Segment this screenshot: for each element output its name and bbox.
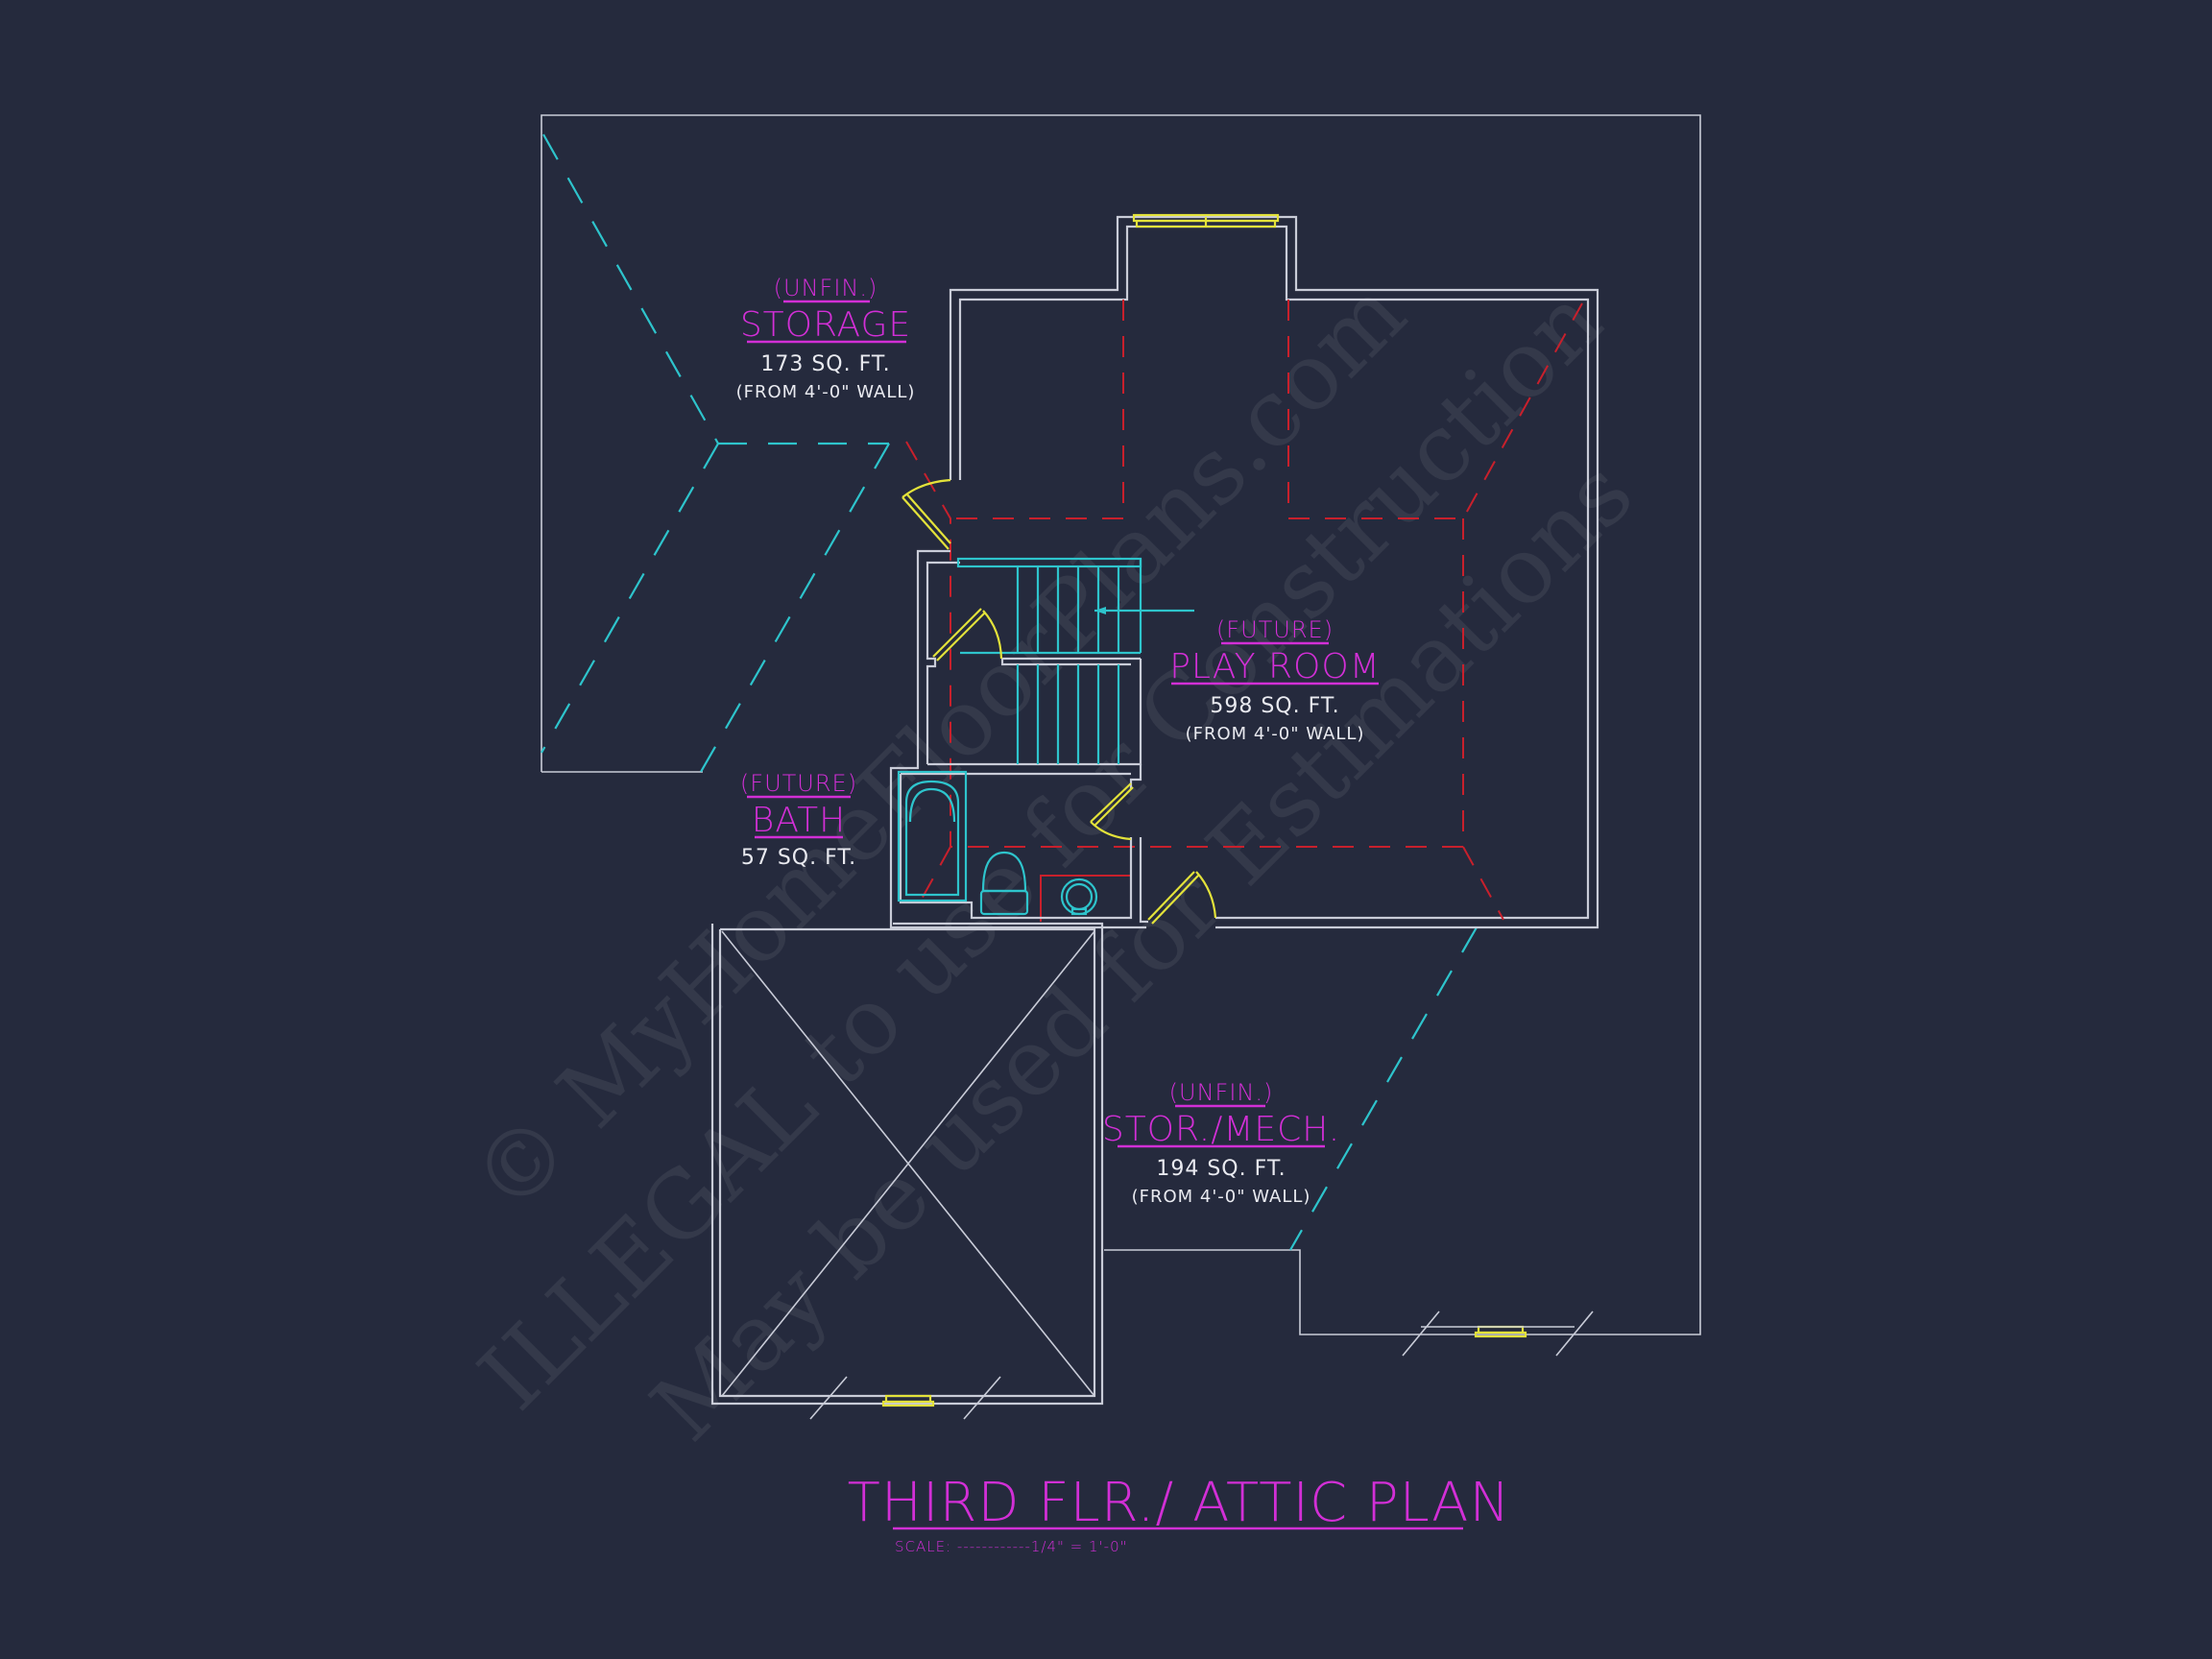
roof-hip-lines-storage: [541, 133, 890, 773]
drawing-title-block: THIRD FLR./ ATTIC PLAN SCALE: ----------…: [848, 1472, 1511, 1555]
room-name: STORAGE: [740, 305, 911, 345]
room-note: (FROM 4'-0" WALL): [1186, 724, 1365, 744]
outer-boundary: [541, 114, 1701, 1335]
room-area: 173 SQ. FT.: [760, 352, 890, 376]
door-swing-arc-icon: [1195, 871, 1217, 919]
open-to-below: [710, 922, 1104, 1406]
break-mark-icon: [1402, 1310, 1440, 1357]
room-label-bath: (FUTURE) BATH 57 SQ. FT.: [740, 770, 857, 870]
room-area: 598 SQ. FT.: [1210, 694, 1339, 718]
dormer-window-top: [1132, 213, 1280, 228]
toilet-tank-icon: [979, 889, 1029, 916]
vanity-counter-outline: [1040, 875, 1131, 922]
open-area-outer-wall: [710, 922, 1104, 1406]
door-leaf: [902, 496, 950, 550]
bathtub-outline: [897, 770, 968, 902]
play-room-inner-wall: [958, 225, 1590, 920]
room-status: (FUTURE): [1216, 616, 1334, 643]
door-leaf: [905, 493, 951, 544]
bath-inner-wall: [899, 774, 1133, 920]
roof-hip-line: [700, 443, 890, 773]
play-room-outer-wall: [949, 215, 1599, 929]
roof-hip-line: [541, 443, 719, 754]
core-outer-wall: [889, 549, 1146, 929]
room-note: (FROM 4'-0" WALL): [1132, 1187, 1311, 1207]
four-foot-wall-lines: [905, 300, 1583, 922]
door-leaf: [1090, 782, 1132, 823]
door-leaf: [1147, 871, 1195, 921]
bath-right-wall: [1139, 837, 1148, 924]
sink-basin: [1065, 882, 1094, 911]
bath-fixtures: [897, 770, 1098, 916]
break-mark-icon: [963, 1376, 1001, 1420]
room-label-stor-mech: (UNFIN.) STOR./MECH. 194 SQ. FT. (FROM 4…: [1102, 1079, 1340, 1207]
break-mark-icon: [1555, 1310, 1594, 1357]
room-status: (UNFIN.): [774, 275, 878, 301]
outer-boundary-line: [541, 114, 1701, 1335]
red-dash-line: [1462, 846, 1504, 921]
room-status: (UNFIN.): [1169, 1079, 1274, 1106]
toilet-bowl-icon: [981, 851, 1027, 893]
window-sill: [1474, 1331, 1527, 1338]
play-room-walls: [949, 215, 1599, 929]
window-bottom-left: [809, 1376, 1001, 1420]
window-bottom-right: [1402, 1310, 1594, 1357]
room-label-storage: (UNFIN.) STORAGE 173 SQ. FT. (FROM 4'-0"…: [736, 275, 916, 402]
open-x-line: [721, 930, 1095, 1397]
red-dash-line: [1287, 300, 1583, 519]
door-swing-arc-icon: [1090, 821, 1132, 841]
core-inner-wall: [926, 561, 960, 764]
roof-hip-line-stor-mech: [1289, 926, 1478, 1251]
doors: [902, 478, 1217, 925]
door-leaf: [932, 608, 982, 658]
red-dash-line: [950, 300, 1124, 519]
drawing-title: THIRD FLR./ ATTIC PLAN: [848, 1472, 1511, 1534]
bathtub-basin-icon: [904, 780, 960, 897]
room-name: PLAY ROOM: [1169, 647, 1381, 686]
red-dash-line: [905, 441, 951, 847]
room-name: STOR./MECH.: [1102, 1110, 1340, 1149]
room-status: (FUTURE): [740, 770, 857, 797]
break-mark-icon: [809, 1376, 848, 1420]
door-leaf: [1151, 875, 1199, 925]
stair-landing-wall-inner: [1000, 659, 1131, 666]
faucet-icon: [1070, 907, 1088, 916]
room-area: 57 SQ. FT.: [741, 846, 856, 870]
door-leaf: [936, 612, 986, 661]
door-swing-arc-icon: [902, 478, 951, 498]
bathtub-rim: [908, 787, 956, 823]
room-note: (FROM 4'-0" WALL): [736, 382, 916, 402]
watermark-line-2: ILLEGAL to use for Construction: [459, 267, 1623, 1431]
red-dash-line: [919, 846, 951, 903]
drawing-scale: SCALE: ------------1/4" = 1'-0": [895, 1538, 1128, 1555]
room-name: BATH: [752, 801, 846, 840]
door-leaf: [1094, 786, 1134, 827]
room-label-play-room: (FUTURE) PLAY ROOM 598 SQ. FT. (FROM 4'-…: [1169, 616, 1381, 744]
window-sill: [881, 1400, 935, 1407]
roof-hip-line: [542, 133, 719, 445]
stair-arrow-head-icon: [1094, 607, 1106, 614]
stair-core-walls: [889, 549, 1148, 929]
door-swing-arc-icon: [982, 610, 1003, 660]
room-area: 194 SQ. FT.: [1156, 1157, 1286, 1181]
stair: [956, 557, 1194, 764]
